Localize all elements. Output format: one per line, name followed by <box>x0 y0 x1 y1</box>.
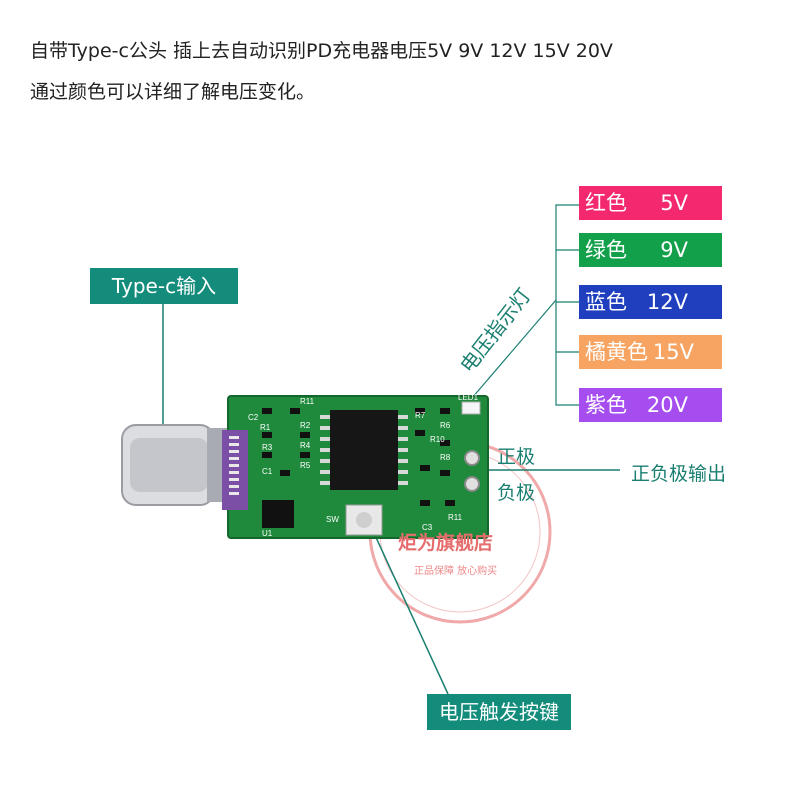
legend-voltage: 12V <box>646 290 688 314</box>
silk-c2: C2 <box>248 413 259 422</box>
socket-pins <box>229 436 239 495</box>
legend-item-12v: 蓝色 12V <box>579 285 722 319</box>
silk-r11b: R11 <box>448 513 463 522</box>
legend-color-name: 紫色 <box>585 393 627 417</box>
watermark-title: 炬为旗舰店 <box>398 532 494 554</box>
legend-item-5v: 红色 5V <box>579 186 722 220</box>
typec-socket <box>222 430 248 510</box>
legend-bracket <box>555 204 579 406</box>
silk-r2: R2 <box>300 421 311 430</box>
smd-components <box>262 408 455 506</box>
silk-r3: R3 <box>262 443 273 452</box>
legend-voltage: 5V <box>660 191 688 215</box>
ic-pins <box>320 415 408 485</box>
description-line-2: 通过颜色可以详细了解电压变化。 <box>30 81 316 103</box>
legend-color-name: 绿色 <box>585 238 627 262</box>
legend-color-name: 红色 <box>585 191 627 215</box>
legend-item-15v: 橘黄色 15V <box>579 335 722 369</box>
description-line-1: 自带Type-c公头 插上去自动识别PD充电器电压5V 9V 12V 15V 2… <box>30 40 613 62</box>
legend-color-name: 橘黄色 <box>585 340 648 364</box>
typec-input-label: Type-c输入 <box>90 268 238 304</box>
silk-r6: R6 <box>440 421 451 430</box>
silk-r11: R11 <box>300 397 315 406</box>
legend-color-name: 蓝色 <box>585 290 627 314</box>
silk-u1: U1 <box>262 529 273 538</box>
typec-plug-shade <box>130 438 208 492</box>
silk-c3: C3 <box>422 523 433 532</box>
silk-r10: R10 <box>430 435 445 444</box>
legend-voltage: 20V <box>646 393 688 417</box>
positive-pad <box>464 450 480 466</box>
button-leader-line <box>367 519 449 695</box>
silk-c1: C1 <box>262 467 273 476</box>
silk-r4: R4 <box>300 441 311 450</box>
regulator-u1 <box>262 500 294 528</box>
silk-sw: SW <box>326 515 339 524</box>
silk-led: LED1 <box>458 393 479 402</box>
ic-chip <box>330 410 398 490</box>
silk-r8: R8 <box>440 453 451 462</box>
silk-r1: R1 <box>260 423 271 432</box>
rgb-led <box>461 401 481 415</box>
negative-pad <box>464 476 480 492</box>
legend-item-20v: 紫色 20V <box>579 388 722 422</box>
legend-voltage: 9V <box>660 238 688 262</box>
silk-r5: R5 <box>300 461 311 470</box>
negative-label: 负极 <box>497 482 536 504</box>
watermark-subtitle: 正品保障 放心购买 <box>414 566 498 577</box>
positive-label: 正极 <box>497 446 536 468</box>
legend-item-9v: 绿色 9V <box>579 233 722 267</box>
tactile-switch-cap <box>356 512 372 528</box>
voltage-button-label: 电压触发按键 <box>427 694 571 730</box>
silk-r7: R7 <box>415 411 426 420</box>
indicator-leader <box>471 299 557 399</box>
legend-voltage: 15V <box>652 340 694 364</box>
pos-neg-output-label: 正负极输出 <box>631 463 727 485</box>
